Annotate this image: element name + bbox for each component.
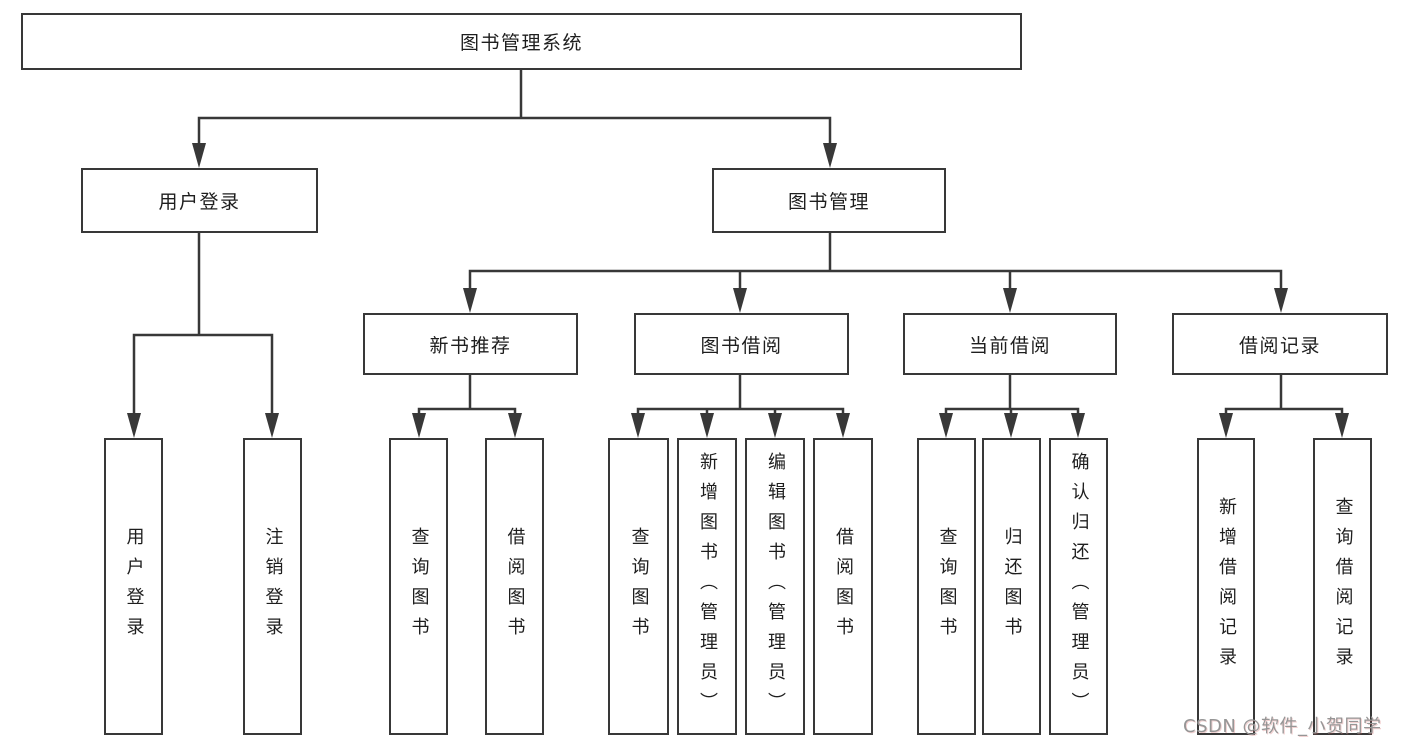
connector-borrow-rail <box>636 407 845 414</box>
leaf-user-login: 用户登录 <box>104 438 163 735</box>
arrowhead <box>1003 288 1017 313</box>
node-label: 编辑图书（管理员） <box>765 451 786 722</box>
arrowhead <box>265 413 279 438</box>
leaf-confirm-return-admin: 确认归还（管理员） <box>1049 438 1108 735</box>
node-label: 图书管理系统 <box>459 32 583 54</box>
leaf-add-borrow-record: 新增借阅记录 <box>1197 438 1255 735</box>
node-label: 确认归还（管理员） <box>1068 451 1090 722</box>
node-label: 借阅图书 <box>504 526 526 647</box>
node-label: 注销登录 <box>262 526 284 647</box>
node-label: 查询借阅记录 <box>1332 496 1354 677</box>
leaf-query-books-borrowing: 查询图书 <box>608 438 669 735</box>
arrowhead <box>463 288 477 313</box>
watermark: CSDN @软件_小贺同学 <box>1183 716 1382 737</box>
leaf-add-book-admin: 新增图书（管理员） <box>677 438 737 735</box>
leaf-query-borrow-record: 查询借阅记录 <box>1313 438 1372 735</box>
arrowhead <box>1219 413 1233 438</box>
arrowhead <box>1335 413 1349 438</box>
arrowhead <box>1004 413 1018 438</box>
connector-records-rail <box>1224 407 1344 414</box>
arrowhead <box>939 413 953 438</box>
node-book-borrowing: 图书借阅 <box>634 313 849 375</box>
arrowhead <box>823 143 837 168</box>
leaf-borrow-books-recommend: 借阅图书 <box>485 438 544 735</box>
node-label: 借阅图书 <box>833 526 854 647</box>
node-label: 新增借阅记录 <box>1216 496 1237 677</box>
leaf-query-books-recommend: 查询图书 <box>389 438 448 735</box>
connector-userlogin-rail <box>132 333 274 414</box>
leaf-logout: 注销登录 <box>243 438 302 735</box>
leaf-borrow-books-borrowing: 借阅图书 <box>813 438 873 735</box>
connector-level2-rail <box>197 116 832 146</box>
connector-level3-rail <box>468 269 1283 290</box>
arrowhead <box>1071 413 1085 438</box>
node-label: 查询图书 <box>936 526 958 647</box>
arrowhead <box>127 413 141 438</box>
node-label: 新增图书（管理员） <box>697 451 718 722</box>
arrowhead <box>508 413 522 438</box>
node-label: 图书管理 <box>787 191 870 213</box>
node-book-management: 图书管理 <box>712 168 946 233</box>
node-user-login: 用户登录 <box>81 168 318 233</box>
node-label: 查询图书 <box>408 526 430 647</box>
arrowhead <box>700 413 714 438</box>
connector-newrec-rail <box>417 407 517 414</box>
node-label: 当前借阅 <box>968 334 1051 357</box>
node-root: 图书管理系统 <box>21 13 1022 70</box>
arrowhead <box>1274 288 1288 313</box>
node-label: 借阅记录 <box>1238 334 1321 357</box>
leaf-edit-book-admin: 编辑图书（管理员） <box>745 438 805 735</box>
arrowhead <box>412 413 426 438</box>
leaf-query-books-current: 查询图书 <box>917 438 976 735</box>
node-label: 用户登录 <box>123 526 145 647</box>
node-label: 新书推荐 <box>429 334 512 357</box>
arrowhead <box>192 143 206 168</box>
node-new-book-recommend: 新书推荐 <box>363 313 578 375</box>
node-label: 用户登录 <box>158 191 241 213</box>
node-borrowing-records: 借阅记录 <box>1172 313 1388 375</box>
arrowhead <box>631 413 645 438</box>
arrowhead <box>768 413 782 438</box>
node-label: 归还图书 <box>1001 526 1023 647</box>
arrowhead <box>733 288 747 313</box>
node-label: 查询图书 <box>628 526 650 647</box>
node-label: 图书借阅 <box>700 334 783 357</box>
node-current-borrowing: 当前借阅 <box>903 313 1117 375</box>
arrowhead <box>836 413 850 438</box>
leaf-return-books: 归还图书 <box>982 438 1041 735</box>
